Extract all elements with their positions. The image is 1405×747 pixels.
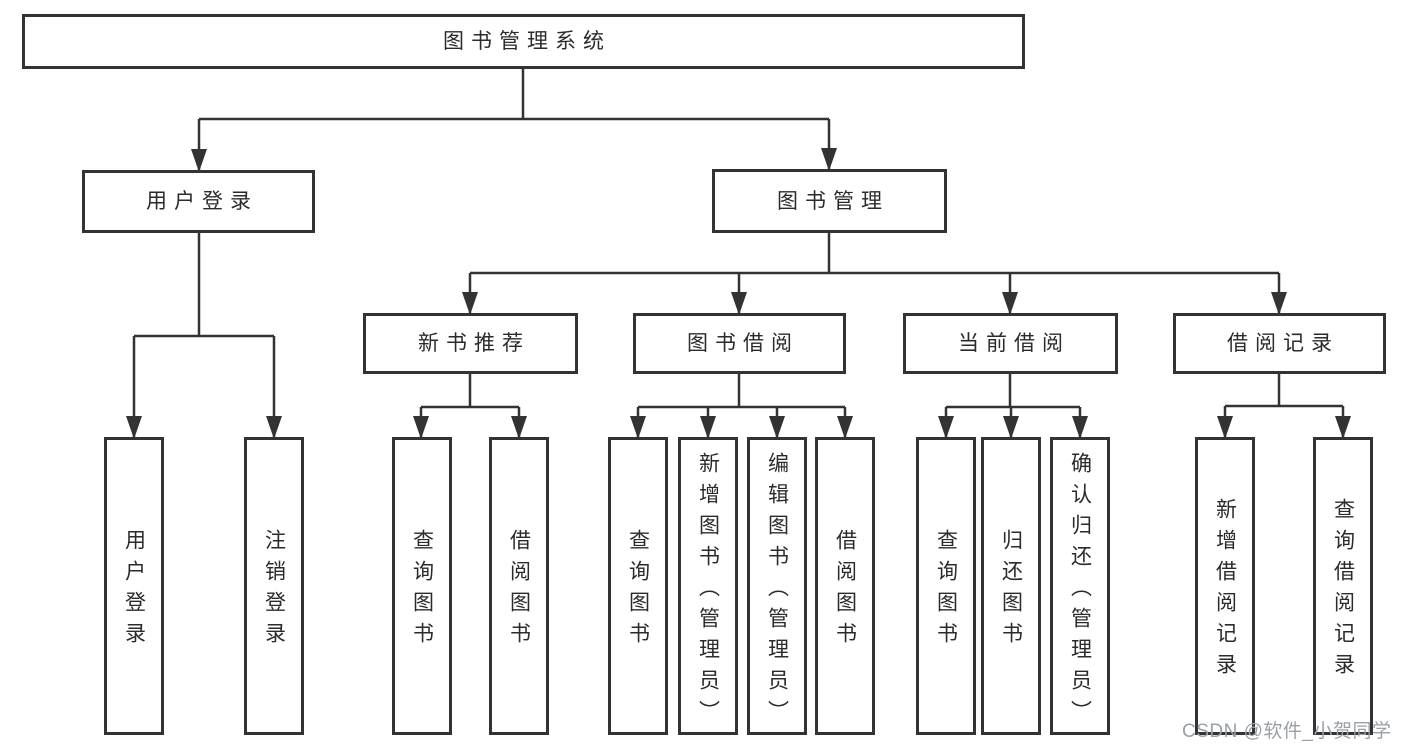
node-borrowing-records-label: 借阅记录 [1227,332,1339,355]
leaf-user-login-label: 用户登录 [122,529,146,653]
leaf-add-borrow-record: 新增借阅记录 [1195,437,1255,735]
leaf-borrow-books-recommend-label: 借阅图书 [507,529,531,653]
leaf-query-books-borrowing: 查询图书 [608,437,668,735]
node-current-borrowing-label: 当前借阅 [958,332,1070,355]
leaf-user-login: 用户登录 [104,437,164,735]
leaf-edit-book-admin-label: 编辑图书（管理员） [765,451,789,731]
leaf-query-books-recommend-label: 查询图书 [410,529,434,653]
leaf-query-books-borrowing-label: 查询图书 [626,529,650,653]
node-root-label: 图书管理系统 [443,30,611,53]
node-user-login-label: 用户登录 [146,190,258,213]
leaf-query-books-current: 查询图书 [916,437,976,735]
node-new-book-recommendation: 新书推荐 [363,313,578,374]
node-root: 图书管理系统 [22,14,1025,69]
leaf-logout-label: 注销登录 [262,529,286,653]
node-new-book-recommendation-label: 新书推荐 [418,332,530,355]
leaf-confirm-return-admin-label: 确认归还（管理员） [1068,451,1092,731]
leaf-return-book: 归还图书 [981,437,1041,735]
leaf-add-book-admin: 新增图书（管理员） [678,437,738,735]
node-user-login: 用户登录 [82,170,315,233]
node-current-borrowing: 当前借阅 [903,313,1118,374]
node-borrowing-records: 借阅记录 [1173,313,1386,374]
node-book-borrowing-label: 图书借阅 [687,332,799,355]
leaf-return-book-label: 归还图书 [999,529,1023,653]
leaf-query-books-recommend: 查询图书 [392,437,452,735]
leaf-add-borrow-record-label: 新增借阅记录 [1213,498,1237,684]
leaf-borrow-books-borrowing-label: 借阅图书 [833,529,857,653]
leaf-query-borrow-record-label: 查询借阅记录 [1331,498,1355,684]
node-book-management-label: 图书管理 [777,189,889,213]
leaf-confirm-return-admin: 确认归还（管理员） [1050,437,1110,735]
leaf-add-book-admin-label: 新增图书（管理员） [696,451,720,731]
leaf-borrow-books-borrowing: 借阅图书 [815,437,875,735]
watermark: CSDN @软件_小贺同学 [1182,721,1392,742]
leaf-query-books-current-label: 查询图书 [934,529,958,653]
leaf-logout: 注销登录 [244,437,304,735]
leaf-query-borrow-record: 查询借阅记录 [1313,437,1373,735]
node-book-borrowing: 图书借阅 [633,313,846,374]
leaf-borrow-books-recommend: 借阅图书 [489,437,549,735]
node-book-management: 图书管理 [712,169,947,233]
leaf-edit-book-admin: 编辑图书（管理员） [747,437,807,735]
